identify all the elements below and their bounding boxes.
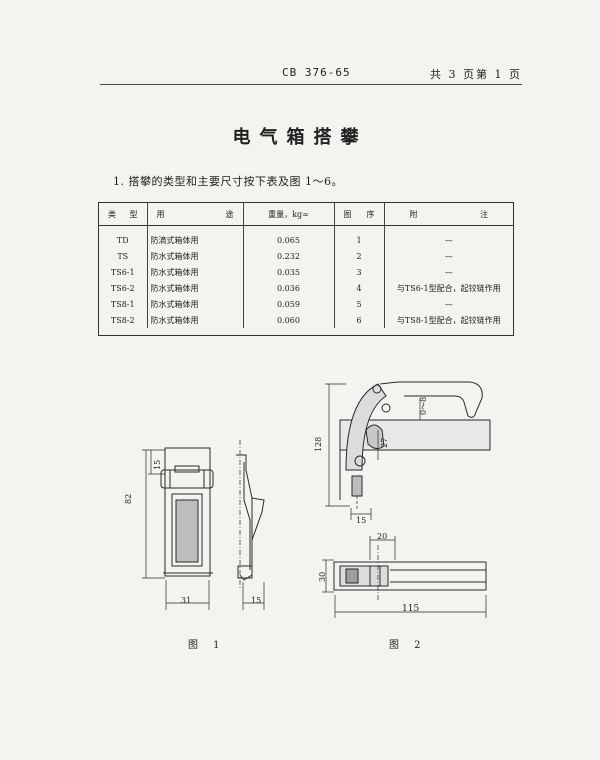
dim-fig2-height: 128 (314, 436, 323, 452)
table-row: TD 防滴式箱体用 0.065 1 — (99, 225, 513, 248)
table-row: TS 防水式箱体用 0.232 2 — (99, 248, 513, 264)
figure-2-caption: 图 2 (389, 640, 427, 651)
table-row: TS6-2 防水式箱体用 0.036 4 与TS6-1型配合，起铰链作用 (99, 280, 513, 296)
figure-1-front-view (142, 447, 214, 610)
dim-fig2-d20: 20 (377, 532, 388, 541)
cell-use: 防水式箱体用 (146, 312, 243, 328)
cell-type: TD (116, 235, 129, 245)
dim-fig1-top: 15 (153, 459, 162, 470)
dim-fig1-depth: 15 (251, 596, 262, 605)
cell-type: TS6-1 (110, 267, 135, 277)
intro-paragraph: 1. 搭攀的类型和主要尺寸按下表及图 1～6。 (113, 175, 343, 188)
dim-fig1-height: 82 (124, 493, 133, 504)
cell-weight: 0.035 (242, 264, 334, 280)
figure-2-side-view (325, 381, 491, 520)
cell-weight: 0.065 (242, 225, 334, 248)
cell-use: 防滴式箱体用 (146, 225, 243, 248)
header-rule (100, 84, 522, 85)
figure-1-caption: 图 1 (188, 640, 226, 651)
standard-code: CB 376-65 (282, 66, 351, 79)
dim-fig1-width: 31 (181, 596, 192, 605)
table-row: TS8-2 防水式箱体用 0.060 6 与TS8-1型配合，起铰链作用 (99, 312, 513, 328)
cell-note: — (383, 225, 513, 248)
cell-figure: 1 (333, 225, 384, 248)
col-header-note: 附注 (383, 203, 513, 226)
table-row: TS6-1 防水式箱体用 0.035 3 — (99, 264, 513, 280)
cell-note: 与TS6-1型配合，起铰链作用 (383, 280, 513, 296)
dim-fig2-d27: 27 (380, 437, 389, 448)
cell-weight: 0.232 (242, 248, 334, 264)
col-header-use: 用途 (146, 203, 243, 226)
cell-note: — (383, 296, 513, 312)
cell-note: — (383, 264, 513, 280)
dim-fig2-length: 115 (402, 604, 420, 614)
cell-weight: 0.036 (242, 280, 334, 296)
cell-type: TS (117, 251, 129, 261)
cell-use: 防水式箱体用 (146, 296, 243, 312)
cell-type: TS8-1 (110, 299, 135, 309)
cell-type: TS8-2 (110, 315, 135, 325)
cell-use: 防水式箱体用 (146, 264, 243, 280)
cell-figure: 6 (333, 312, 384, 328)
figure-2-plan-view (322, 536, 487, 618)
col-header-figure: 图序 (333, 203, 384, 226)
table-header-row: 类型 用途 重量，kg≈ 图序 附注 (99, 203, 513, 226)
figure-1-side-view (236, 440, 265, 610)
document-title: 电气箱搭攀 (232, 127, 368, 148)
cell-note: 与TS8-1型配合，起铰链作用 (383, 312, 513, 328)
cell-type: TS6-2 (110, 283, 135, 293)
cell-use: 防水式箱体用 (146, 248, 243, 264)
cell-weight: 0.060 (242, 312, 334, 328)
cell-figure: 5 (333, 296, 384, 312)
dim-fig2-d15: 15 (356, 516, 367, 525)
cell-note: — (383, 248, 513, 264)
col-header-weight: 重量，kg≈ (242, 203, 334, 226)
spec-table: 类型 用途 重量，kg≈ 图序 附注 TD 防滴式箱体用 0.065 1 — T… (99, 203, 513, 328)
cell-figure: 3 (333, 264, 384, 280)
dim-fig2-d30: 30 (318, 571, 327, 582)
table-row: TS8-1 防水式箱体用 0.059 5 — (99, 296, 513, 312)
cell-use: 防水式箱体用 (146, 280, 243, 296)
dim-fig2-gap: 0～8 (419, 396, 428, 415)
cell-figure: 2 (333, 248, 384, 264)
cell-figure: 4 (333, 280, 384, 296)
cell-weight: 0.059 (242, 296, 334, 312)
col-header-type: 类型 (99, 203, 147, 226)
page-info: 共 3 页第 1 页 (430, 68, 522, 81)
